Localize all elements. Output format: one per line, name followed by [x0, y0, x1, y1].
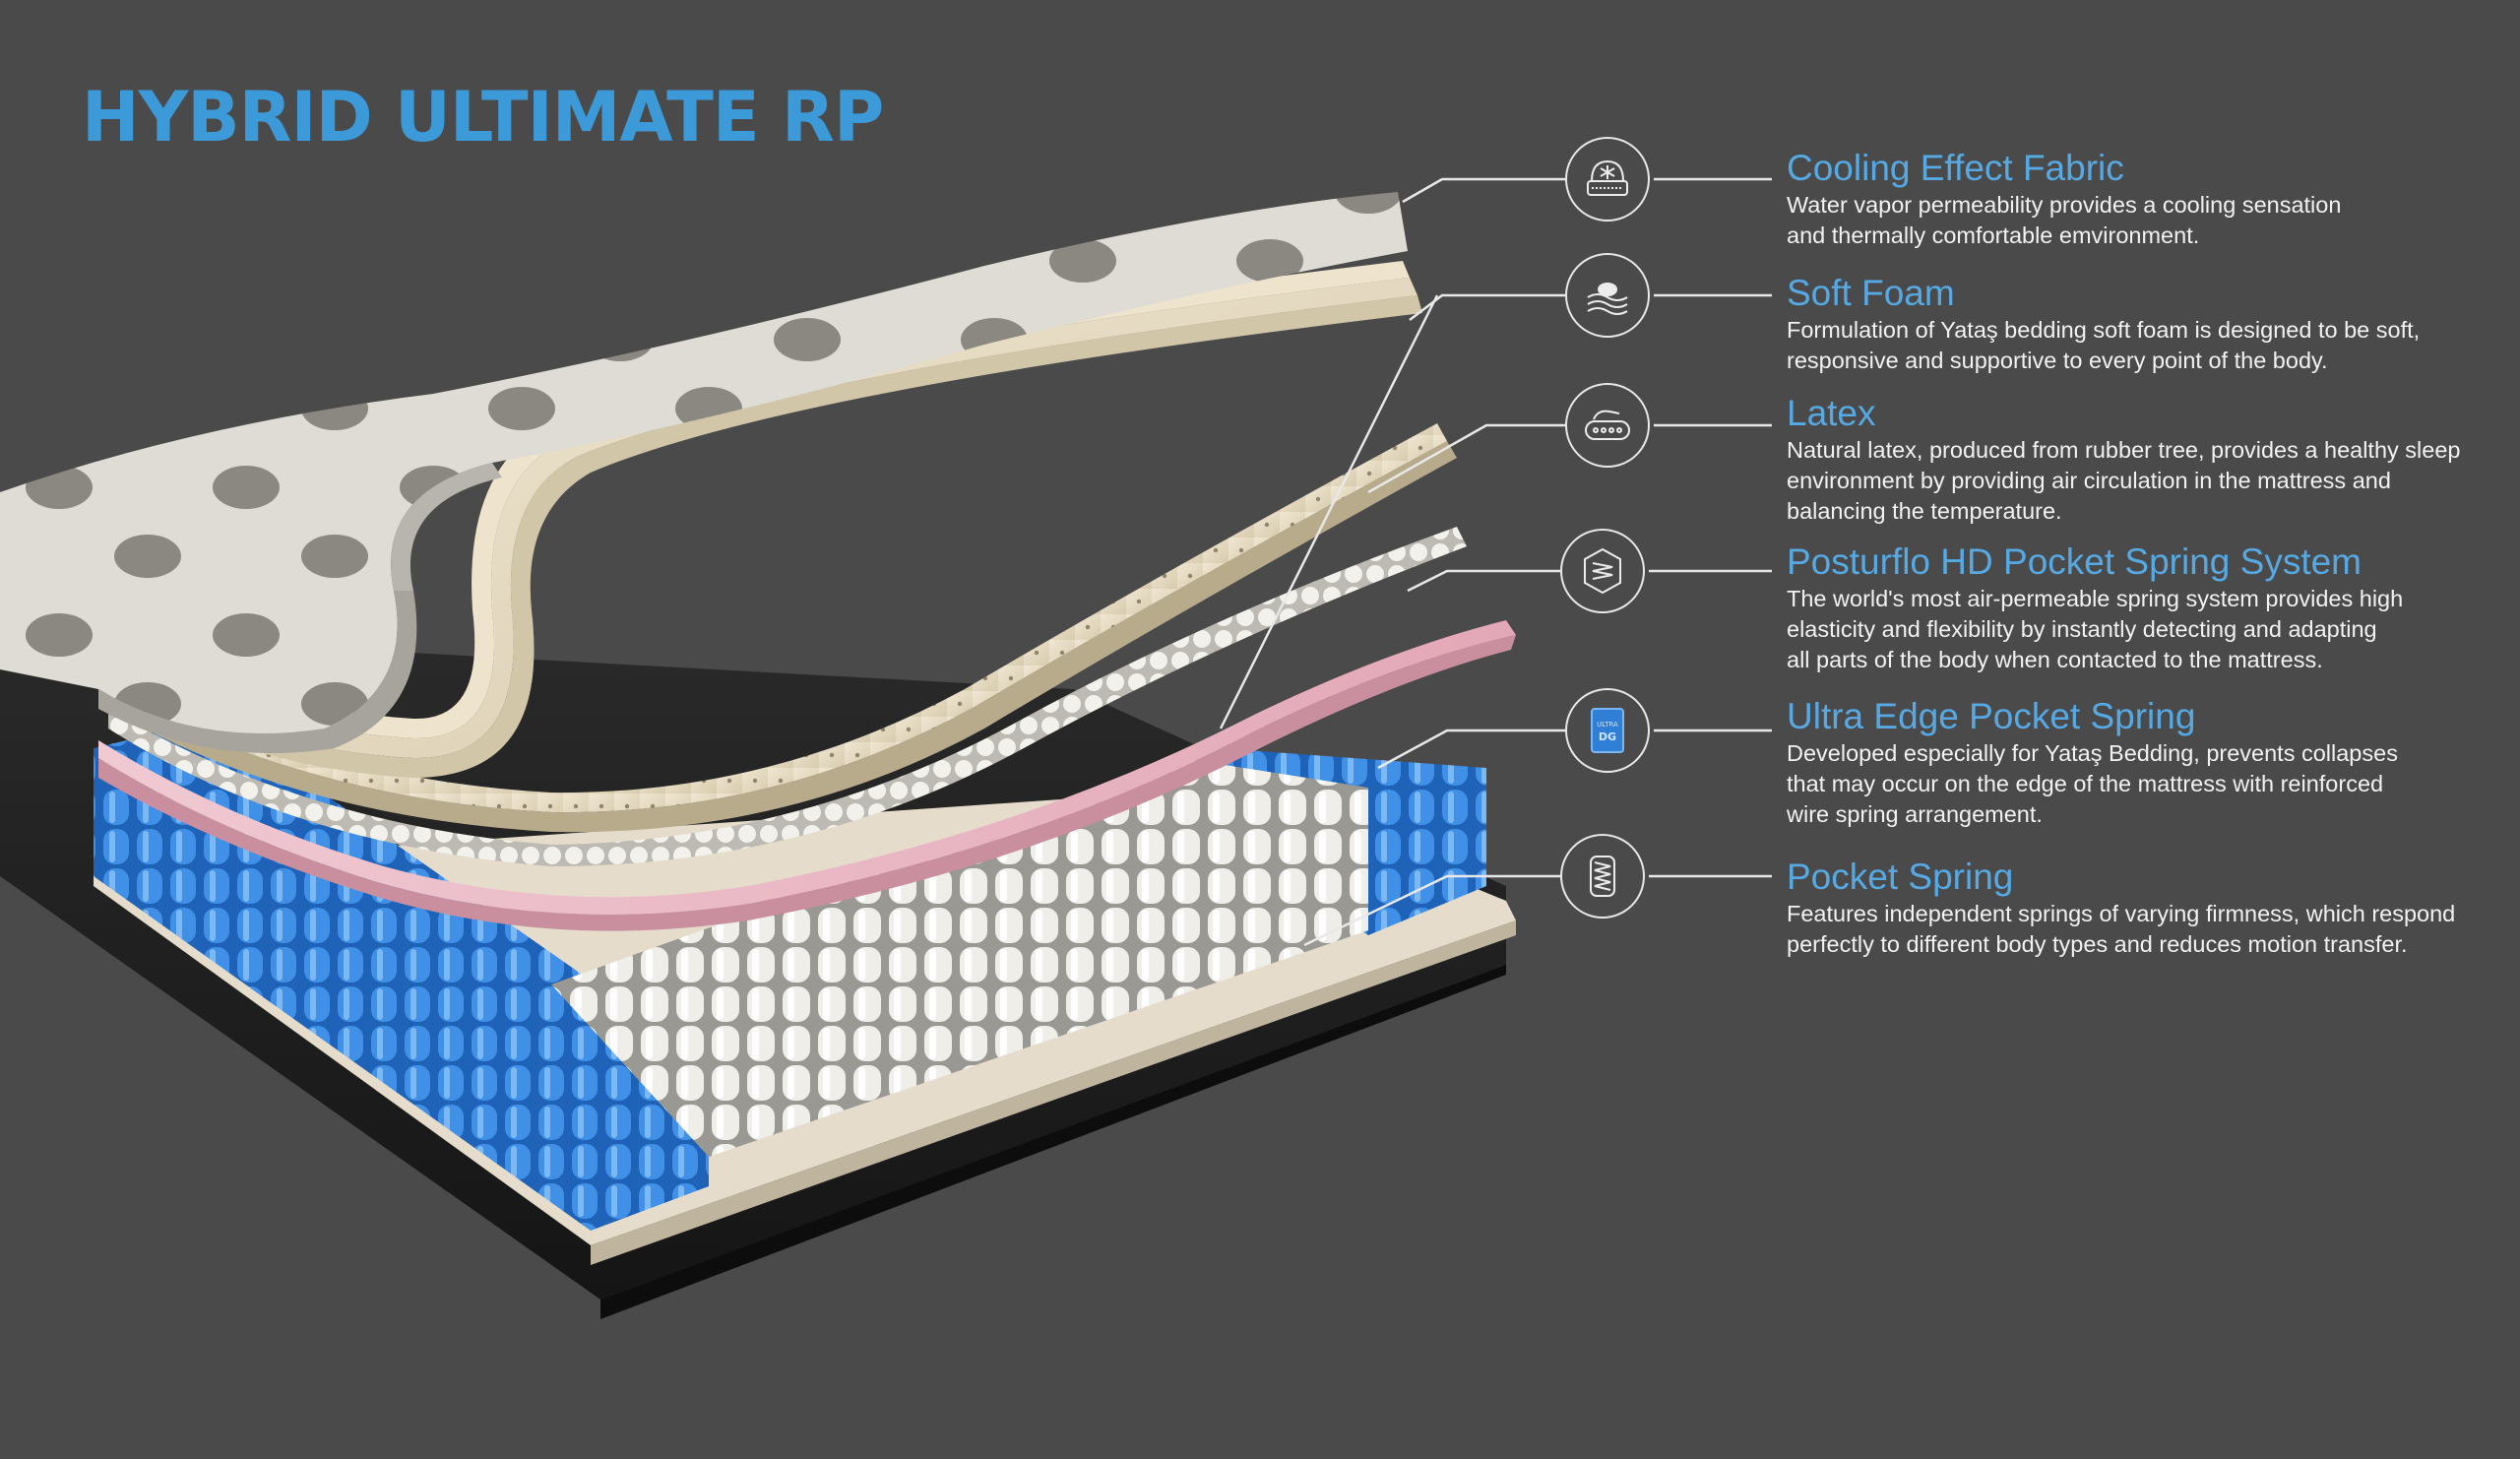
feature-name: Soft Foam: [1787, 273, 1955, 313]
snowflake-fabric-icon: [1565, 137, 1650, 222]
connector-pocket-spring: [1303, 874, 1560, 947]
connector-soft-foam: [1409, 293, 1565, 321]
feature-name: Pocket Spring: [1787, 856, 2014, 897]
feature-name: Ultra Edge Pocket Spring: [1787, 696, 2196, 736]
product-title: HYBRID ULTIMATE RP: [82, 77, 884, 158]
feature-pocket-spring: Pocket Spring Features independent sprin…: [1787, 857, 2495, 960]
feature-description: Water vapor permeability provides a cool…: [1787, 192, 2342, 248]
feature-name: Latex: [1787, 393, 1876, 433]
posturflo-spring-icon: [1560, 529, 1645, 613]
connector-latex: [1219, 294, 1439, 730]
connector-latex-2: [1367, 423, 1565, 494]
feature-description: Developed especially for Yataş Bedding, …: [1787, 740, 2398, 827]
latex-hand-icon: [1565, 383, 1650, 468]
connector-posturflo: [1407, 569, 1560, 593]
feature-latex: Latex Natural latex, produced from rubbe…: [1787, 394, 2495, 527]
feature-description: Features independent springs of varying …: [1787, 901, 2456, 957]
ultra-edge-icon-text-2: DG: [1599, 730, 1616, 743]
soft-foam-icon: [1565, 253, 1650, 338]
feature-description: The world's most air-permeable spring sy…: [1787, 586, 2404, 672]
connector-cooling-fabric: [1402, 177, 1565, 204]
feature-ultra-edge-pocket-spring: Ultra Edge Pocket Spring Developed espec…: [1787, 697, 2495, 830]
feature-soft-foam: Soft Foam Formulation of Yataş bedding s…: [1787, 274, 2495, 376]
ultra-edge-icon-text-1: ULTRA: [1597, 721, 1618, 729]
pocket-spring-icon: [1560, 834, 1645, 919]
feature-name: Cooling Effect Fabric: [1787, 148, 2124, 188]
feature-posturflo-hd-pocket-spring-system: Posturflo HD Pocket Spring System The wo…: [1787, 542, 2495, 675]
feature-description: Natural latex, produced from rubber tree…: [1787, 437, 2461, 524]
ultra-edge-icon: ULTRA DG: [1565, 688, 1650, 773]
feature-name: Posturflo HD Pocket Spring System: [1787, 541, 2362, 582]
feature-cooling-effect-fabric: Cooling Effect Fabric Water vapor permea…: [1787, 149, 2495, 251]
connector-ultra-edge: [1377, 729, 1565, 770]
feature-description: Formulation of Yataş bedding soft foam i…: [1787, 317, 2421, 373]
